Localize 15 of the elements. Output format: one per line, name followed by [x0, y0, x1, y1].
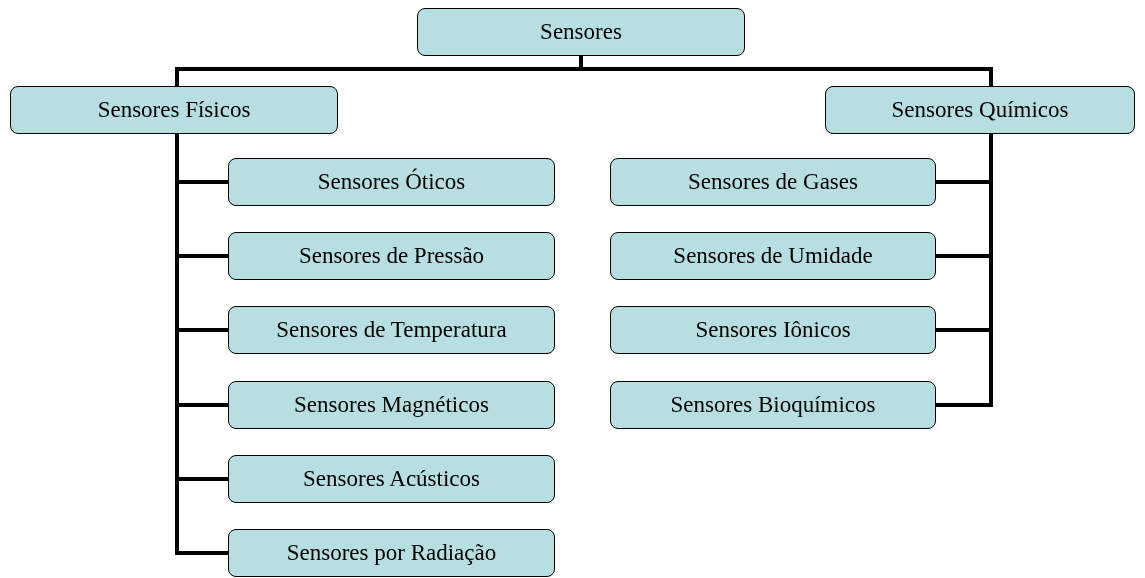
- connector-line: [579, 56, 993, 86]
- category-box: Sensores de Pressão: [228, 232, 555, 280]
- category-box: Sensores Bioquímicos: [610, 381, 936, 429]
- category-box: Sensores Óticos: [228, 158, 555, 206]
- connector-line: [175, 134, 228, 555]
- category-box: Sensores Magnéticos: [228, 381, 555, 429]
- category-box: Sensores Acústicos: [228, 455, 555, 503]
- category-box: Sensores por Radiação: [228, 529, 555, 577]
- category-box: Sensores: [417, 8, 745, 56]
- category-box: Sensores de Gases: [610, 158, 936, 206]
- category-box: Sensores Iônicos: [610, 306, 936, 354]
- category-box: Sensores de Umidade: [610, 232, 936, 280]
- category-box: Sensores de Temperatura: [228, 306, 555, 354]
- category-box: Sensores Químicos: [825, 86, 1135, 134]
- category-box: Sensores Físicos: [10, 86, 338, 134]
